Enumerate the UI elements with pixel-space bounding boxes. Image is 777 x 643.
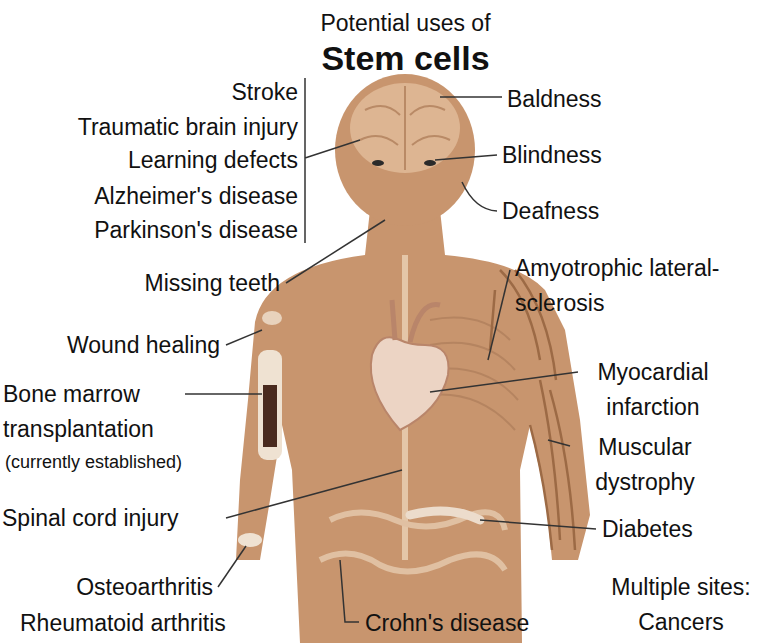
leader-line [430, 372, 578, 392]
disease-label: Baldness [507, 82, 602, 117]
disease-label: Crohn's disease [365, 606, 529, 641]
heart-vessels [392, 300, 440, 342]
disease-label: Missing teeth [144, 266, 280, 301]
disease-label: Alzheimer's disease [94, 179, 298, 214]
disease-label: Deafness [502, 194, 599, 229]
eye [424, 160, 436, 166]
knee-joint [238, 533, 262, 547]
disease-label: Multiple sites: Cancers [595, 570, 767, 639]
disease-label: Amyotrophic lateral- sclerosis [515, 251, 770, 320]
disease-label: Spinal cord injury [2, 501, 178, 536]
bracket [305, 78, 360, 243]
disease-label: Traumatic brain injury [78, 110, 298, 145]
pancreas [410, 511, 480, 520]
leader-line [226, 330, 262, 345]
disease-label: Muscular dystrophy [570, 430, 720, 499]
disease-label: Wound healing [67, 328, 220, 363]
leader-lines [185, 97, 596, 622]
leader-line [340, 560, 359, 622]
leader-line [435, 155, 497, 160]
leader-line [488, 270, 510, 360]
disease-label: Myocardial infarction [578, 355, 728, 424]
disease-label: Blindness [502, 138, 602, 173]
brain-folds [360, 86, 450, 170]
disease-label: Learning defects [128, 143, 298, 178]
disease-label: Bone marrow transplantation [3, 377, 203, 446]
leader-line [185, 393, 262, 395]
eye [372, 160, 384, 166]
humerus-bone [258, 350, 282, 460]
shoulder-joint [262, 311, 282, 325]
disease-label: Diabetes [602, 512, 693, 547]
leader-line [462, 182, 497, 211]
leader-line [480, 520, 596, 529]
bone-marrow [263, 385, 277, 447]
disease-label: Parkinson's disease [94, 213, 298, 248]
leader-line [548, 440, 570, 446]
leader-line [226, 470, 402, 518]
figure-title: Potential uses of Stem cells [298, 0, 513, 78]
heart [371, 337, 449, 430]
leader-line [218, 546, 246, 587]
leader-line [440, 96, 502, 98]
disease-label: (currently established) [5, 451, 182, 474]
disease-label: Stroke [232, 75, 298, 110]
leader-line [286, 220, 385, 283]
disease-label: Osteoarthritis [76, 570, 213, 605]
disease-label: Rheumatoid arthritis [20, 606, 226, 641]
